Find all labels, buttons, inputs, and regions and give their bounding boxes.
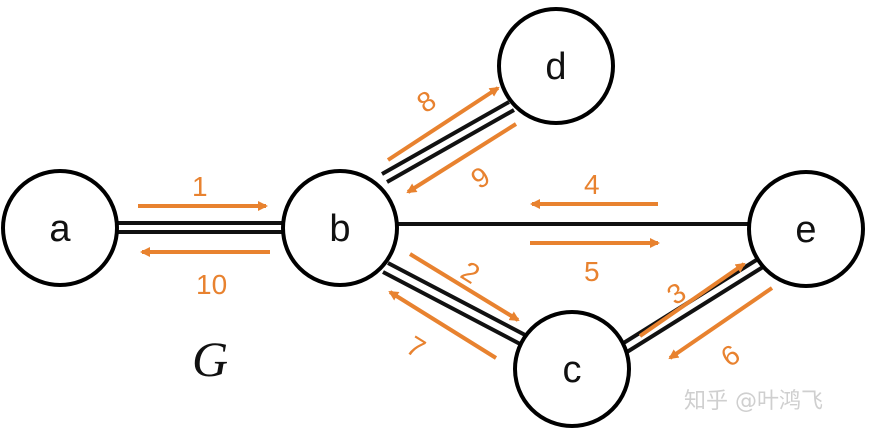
edges (118, 100, 765, 354)
step-label-1: 1 (192, 171, 208, 202)
node-e-label: e (795, 209, 816, 251)
step-label-5: 5 (584, 256, 600, 287)
arrow-step-3 (638, 262, 746, 338)
edge-b-c-line-1 (387, 261, 528, 338)
traversal-arrows (138, 86, 774, 360)
node-d-label: d (545, 46, 566, 88)
edge-c-e-line-2 (625, 265, 765, 354)
step-label-7: 7 (401, 330, 431, 365)
node-c: c (513, 310, 631, 428)
step-label-9: 9 (465, 160, 495, 194)
edge-b-d-line-1 (381, 100, 510, 176)
arrow-step-2 (408, 252, 520, 322)
arrow-step-6 (668, 286, 774, 360)
node-b: b (281, 169, 399, 287)
step-label-6: 6 (715, 338, 745, 372)
arrow-step-8 (386, 86, 500, 162)
arrow-step-7 (388, 290, 498, 360)
node-e: e (747, 170, 865, 288)
nodes: a b d e c (1, 7, 865, 428)
edge-b-d-line-2 (386, 108, 515, 184)
graph-name: G (192, 331, 228, 387)
node-b-label: b (329, 208, 350, 250)
node-d: d (497, 7, 615, 125)
watermark: 知乎 @叶鸿飞 (684, 389, 823, 414)
edge-b-c-line-2 (382, 270, 523, 347)
node-a-label: a (49, 208, 71, 250)
step-label-10: 10 (196, 269, 227, 300)
node-c-label: c (563, 349, 582, 391)
node-a: a (1, 169, 119, 287)
arrow-step-9 (406, 122, 518, 194)
step-label-8: 8 (411, 84, 441, 118)
step-label-4: 4 (584, 169, 600, 200)
